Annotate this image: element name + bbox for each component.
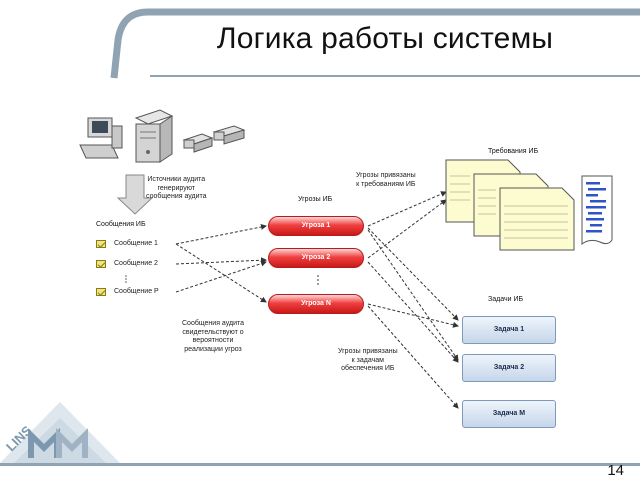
computer-icon (79, 117, 123, 159)
message-2-envelope-icon (96, 260, 106, 268)
tasks-header: Задачи ИБ (488, 296, 524, 303)
threat-2: Угроза 2 (268, 248, 364, 268)
requirements-scroll-bars (586, 182, 606, 233)
slide-title: Логика работы системы (216, 22, 554, 55)
threat-task-links (367, 227, 459, 409)
page-number: 14 (607, 462, 624, 479)
evidence-caption-line-3: вероятности (192, 337, 234, 344)
requirements-link-caption-line-1: Угрозы привязаны (356, 172, 416, 179)
message-ellipsis (125, 275, 127, 283)
requirements-header: Требования ИБ (488, 148, 539, 155)
threats-header: Угрозы ИБ (298, 196, 333, 203)
evidence-caption-line-2: свидетельствуют о (182, 328, 244, 336)
threat-n: Угроза N (268, 294, 364, 314)
task-2: Задача 2 (462, 354, 556, 382)
task-1: Задача 1 (462, 316, 556, 344)
requirement-doc-3 (499, 187, 575, 251)
tasks-link-caption: Угрозы привязаны к задачам обеспечения И… (338, 348, 398, 374)
tasks-link-caption-line-3: обеспечения ИБ (341, 365, 395, 372)
message-p-envelope-icon (96, 288, 106, 296)
sources-caption-line-1: Источники аудита (147, 176, 206, 183)
tasks-link-caption-line-1: Угрозы привязаны (338, 348, 398, 355)
evidence-caption-line-4: реализации угроз (184, 345, 242, 353)
switch-icon (182, 133, 214, 153)
message-2: Сообщение 2 (114, 260, 158, 267)
requirement-doc-lines (450, 175, 568, 239)
evidence-caption: Сообщения аудита свидетельствуют о вероя… (182, 320, 244, 354)
message-1-envelope-icon (96, 240, 106, 248)
sources-caption-line-3: сообщения аудита (146, 193, 207, 200)
router-icon (212, 125, 246, 145)
lins-logo (0, 402, 120, 463)
threat-requirement-links (367, 191, 447, 259)
requirements-link-caption-line-2: к требованиям ИБ (356, 180, 416, 188)
threat-1: Угроза 1 (268, 216, 364, 236)
sources-caption: Источники аудита генерируют сообщения ау… (146, 176, 207, 202)
message-1: Сообщение 1 (114, 240, 158, 247)
task-m: Задача M (462, 400, 556, 428)
sources-down-arrow (116, 174, 154, 215)
threat-ellipsis (317, 275, 319, 285)
server-icon (134, 109, 174, 163)
message-threat-links (175, 224, 267, 303)
messages-header: Сообщения ИБ (96, 221, 146, 228)
tasks-link-caption-line-2: к задачам (351, 356, 384, 364)
sources-caption-line-2: генерируют (157, 184, 196, 192)
requirements-link-caption: Угрозы привязаны к требованиям ИБ (356, 172, 416, 189)
requirements-scroll (581, 175, 613, 245)
evidence-caption-line-1: Сообщения аудита (182, 320, 245, 327)
message-p: Сообщение P (114, 288, 159, 295)
